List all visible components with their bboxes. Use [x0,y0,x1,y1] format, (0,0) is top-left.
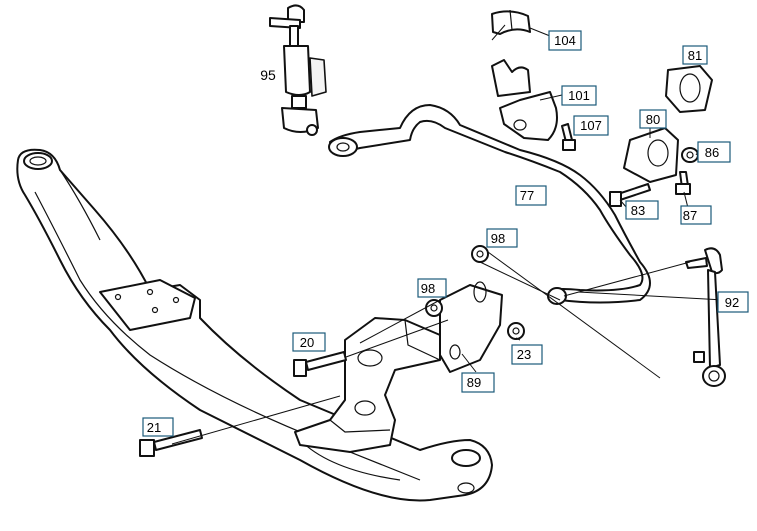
nut-86 [681,147,699,163]
svg-text:20: 20 [300,335,314,350]
callout-98-upper: 98 [486,228,518,248]
svg-text:77: 77 [520,188,534,203]
bushing-81 [665,65,713,113]
bolt-83 [609,183,651,207]
callout-98-lower: 98 [417,278,447,298]
steering-knuckle-bracket [294,317,441,453]
svg-text:98: 98 [421,281,435,296]
callout-107: 107 [573,115,609,136]
svg-text:81: 81 [688,48,702,63]
svg-text:104: 104 [554,33,576,48]
svg-text:92: 92 [725,295,739,310]
svg-text:107: 107 [580,118,602,133]
bushing-104 [491,9,531,35]
bolt-107 [561,123,576,151]
callout-101: 101 [561,85,597,106]
callout-83: 83 [625,200,659,220]
svg-text:89: 89 [467,375,481,390]
svg-text:86: 86 [705,145,719,160]
bolt-21 [139,429,203,457]
callout-92: 92 [717,291,749,313]
svg-text:87: 87 [683,208,697,223]
svg-text:95: 95 [260,67,276,83]
stabilizer-bar [328,104,651,305]
axle-crossmember [16,148,493,502]
coupling-link-92 [685,247,726,387]
callout-80: 80 [639,109,667,129]
callout-104: 104 [548,30,582,51]
shock-absorber-95 [269,4,327,136]
svg-text:21: 21 [147,420,161,435]
callout-89: 89 [461,372,495,393]
leader-lines [171,24,725,445]
callout-86: 86 [697,141,731,163]
nut-98-lower [425,299,443,317]
callout-20: 20 [292,332,326,352]
bushing-101 [491,59,558,141]
bolt-87 [675,171,691,195]
callout-95: 95 [260,67,276,83]
bolt-20 [293,351,347,377]
bracket-89 [439,281,503,373]
svg-text:23: 23 [517,347,531,362]
svg-text:98: 98 [491,231,505,246]
nut-98-upper [471,245,489,263]
svg-text:83: 83 [631,203,645,218]
svg-text:80: 80 [646,112,660,127]
nut-23 [507,322,525,340]
callout-23: 23 [511,344,543,365]
bracket-80 [623,127,679,183]
callout-21: 21 [142,417,174,437]
svg-text:101: 101 [568,88,590,103]
callout-81: 81 [682,45,708,65]
callout-87: 87 [680,205,712,225]
callout-77: 77 [515,185,547,206]
